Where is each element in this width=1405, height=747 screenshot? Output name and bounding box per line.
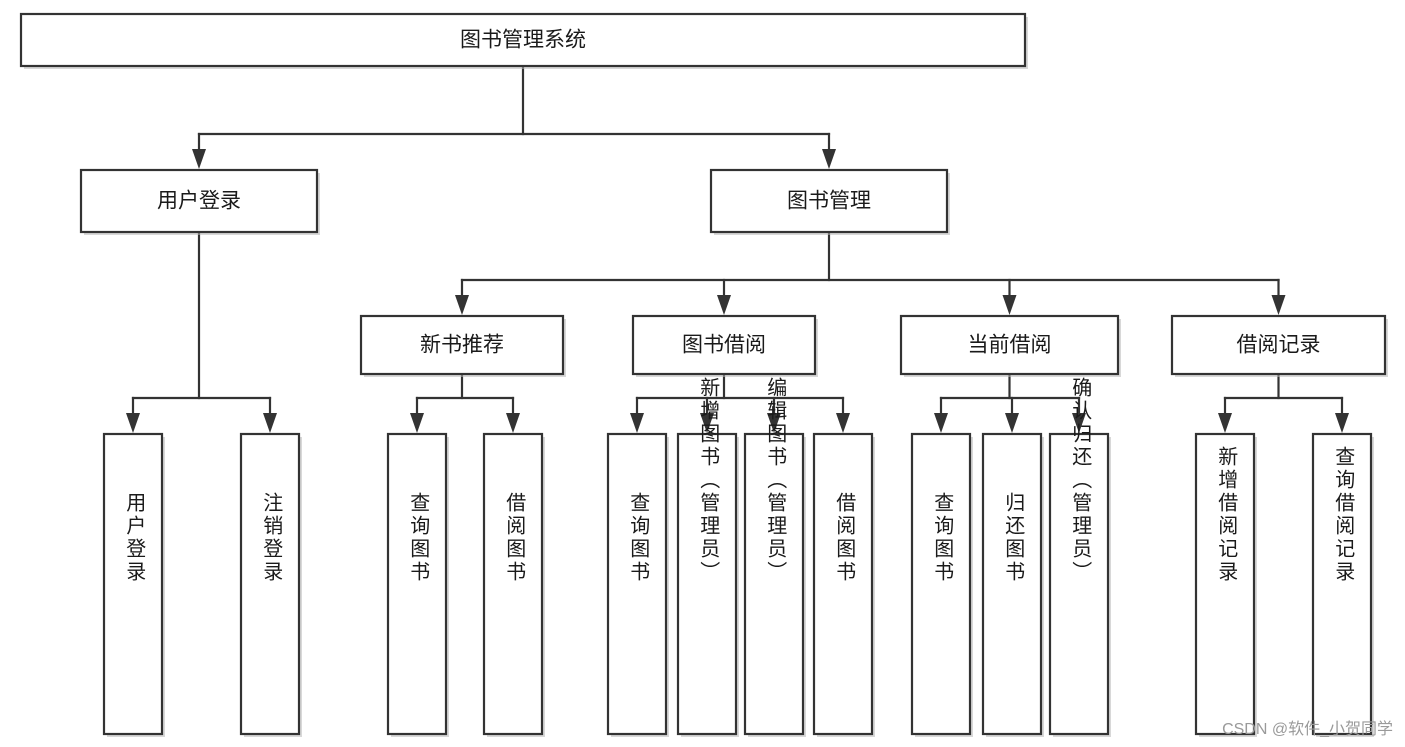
edge-group-book-borrow bbox=[630, 372, 850, 433]
node-leaf-query-record[interactable]: 查询借阅记录 bbox=[1311, 432, 1374, 737]
node-borrow-record[interactable]: 借阅记录 bbox=[1170, 314, 1388, 377]
edge-group-new-book-recommend bbox=[410, 372, 520, 433]
node-new-book-recommend[interactable]: 新书推荐 bbox=[359, 314, 566, 377]
node-rect bbox=[482, 432, 544, 736]
node-rect bbox=[981, 432, 1043, 736]
node-leaf-logout[interactable]: 注销登录 bbox=[239, 432, 302, 737]
node-user-login[interactable]: 用户登录 bbox=[79, 168, 320, 235]
node-leaf-query-book-2[interactable]: 查询图书 bbox=[606, 432, 669, 737]
edge-layer bbox=[126, 64, 1349, 433]
node-rect bbox=[1170, 314, 1387, 376]
node-label: 查询图书 bbox=[931, 492, 954, 584]
node-label: 用户登录 bbox=[157, 190, 241, 213]
node-rect bbox=[743, 432, 805, 736]
node-rect bbox=[910, 432, 972, 736]
edge-group-book-manage bbox=[455, 230, 1286, 315]
node-label: 查询图书 bbox=[407, 492, 430, 584]
node-leaf-user-login[interactable]: 用户登录 bbox=[102, 432, 165, 737]
node-label: 确认归还（管理员） bbox=[1069, 377, 1092, 584]
node-leaf-add-book[interactable]: 新增图书（管理员） bbox=[676, 377, 739, 737]
node-label: 归还图书 bbox=[1002, 492, 1025, 584]
node-layer: 图书管理系统用户登录图书管理新书推荐图书借阅当前借阅借阅记录用户登录注销登录查询… bbox=[19, 12, 1388, 737]
node-label: 新增借阅记录 bbox=[1215, 446, 1238, 584]
node-rect bbox=[1194, 432, 1256, 736]
node-label: 借阅图书 bbox=[503, 492, 526, 584]
node-rect bbox=[79, 168, 319, 234]
node-label: 查询图书 bbox=[627, 492, 650, 584]
node-rect bbox=[102, 432, 164, 736]
node-label: 新增图书（管理员） bbox=[697, 377, 720, 584]
node-rect bbox=[386, 432, 448, 736]
edge-group-user-login bbox=[126, 230, 277, 433]
node-label: 借阅图书 bbox=[833, 492, 856, 584]
node-label: 查询借阅记录 bbox=[1332, 446, 1355, 584]
node-label: 借阅记录 bbox=[1237, 334, 1321, 357]
node-label: 新书推荐 bbox=[420, 334, 504, 357]
node-rect bbox=[239, 432, 301, 736]
node-rect bbox=[631, 314, 817, 376]
node-rect bbox=[676, 432, 738, 736]
node-current-borrow[interactable]: 当前借阅 bbox=[899, 314, 1121, 377]
node-label: 当前借阅 bbox=[968, 334, 1052, 357]
node-label: 图书管理系统 bbox=[460, 29, 586, 52]
node-label: 图书借阅 bbox=[682, 334, 766, 357]
node-rect bbox=[1048, 432, 1110, 736]
edge-group-borrow-record bbox=[1218, 372, 1349, 433]
node-rect bbox=[709, 168, 949, 234]
node-leaf-query-book-3[interactable]: 查询图书 bbox=[910, 432, 973, 737]
node-rect bbox=[812, 432, 874, 736]
edge-group-root bbox=[192, 64, 836, 169]
node-rect bbox=[359, 314, 565, 376]
node-leaf-borrow-book-2[interactable]: 借阅图书 bbox=[812, 432, 875, 737]
node-rect bbox=[899, 314, 1120, 376]
node-leaf-borrow-book-1[interactable]: 借阅图书 bbox=[482, 432, 545, 737]
node-label: 图书管理 bbox=[787, 190, 871, 213]
node-leaf-edit-book[interactable]: 编辑图书（管理员） bbox=[743, 377, 806, 737]
node-label: 注销登录 bbox=[260, 492, 283, 584]
node-leaf-add-record[interactable]: 新增借阅记录 bbox=[1194, 432, 1257, 737]
edge-group-current-borrow bbox=[934, 372, 1086, 433]
node-leaf-query-book-1[interactable]: 查询图书 bbox=[386, 432, 449, 737]
node-rect bbox=[1311, 432, 1373, 736]
node-root[interactable]: 图书管理系统 bbox=[19, 12, 1028, 69]
node-label: 编辑图书（管理员） bbox=[764, 377, 787, 584]
node-rect bbox=[606, 432, 668, 736]
node-book-manage[interactable]: 图书管理 bbox=[709, 168, 950, 235]
node-leaf-confirm-return[interactable]: 确认归还（管理员） bbox=[1048, 377, 1111, 737]
node-label: 用户登录 bbox=[123, 492, 146, 584]
node-leaf-return-book[interactable]: 归还图书 bbox=[981, 432, 1044, 737]
node-rect bbox=[19, 12, 1027, 68]
node-book-borrow[interactable]: 图书借阅 bbox=[631, 314, 818, 377]
